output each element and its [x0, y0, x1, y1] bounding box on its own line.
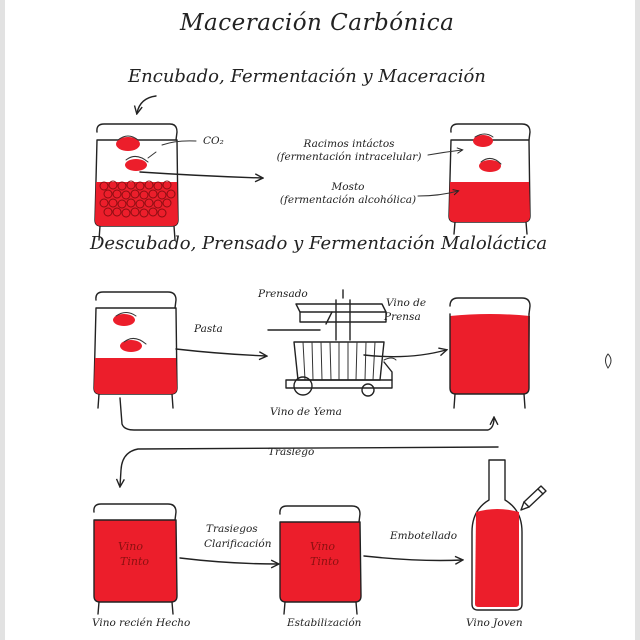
stage-2-heading: Descubado, Prensado y Fermentación Malol…	[90, 233, 548, 254]
pomace-label: Pasta	[194, 323, 223, 335]
page-mark	[605, 353, 612, 369]
bottle-icon	[471, 459, 523, 611]
tank-5-label-1: Vino	[118, 540, 143, 553]
tank-whole-clusters	[94, 123, 179, 241]
grape-cluster-icon	[473, 133, 502, 172]
must-note: (fermentación alcohólica)	[279, 194, 417, 206]
must-label: Mosto	[331, 181, 365, 193]
wine-press-icon	[267, 289, 397, 397]
stage-1-heading: Encubado, Fermentación y Maceración	[128, 66, 486, 87]
page-border-left	[0, 0, 5, 640]
racking-clarification-label-1: Trasiegos	[206, 523, 258, 535]
young-wine-label: Vino Joven	[466, 617, 523, 629]
press-wine-label-1: Vino de	[386, 297, 427, 309]
tank-drain	[93, 291, 178, 409]
whole-clusters-note: (fermentación intracelular)	[276, 151, 422, 163]
page-title: Maceración Carbónica	[180, 10, 455, 36]
tank-new-wine	[93, 503, 178, 615]
stabilization-label: Estabilización	[287, 617, 362, 629]
page-border-right	[635, 0, 640, 640]
tank-6-label-2: Tinto	[310, 555, 339, 568]
tank-6-label-1: Vino	[310, 540, 335, 553]
bottling-label: Embotellado	[390, 530, 458, 542]
tank-stabilization	[279, 505, 362, 615]
grape-cluster-icon	[113, 312, 147, 352]
free-run-wine-label: Vino de Yema	[270, 406, 342, 418]
grape-cluster-icon	[116, 135, 157, 171]
press-label: Prensado	[258, 288, 308, 300]
tank-press-wine	[449, 297, 531, 409]
press-wine-label-2: Prensa	[384, 311, 421, 323]
berries	[99, 180, 176, 218]
racking-clarification-label-2: Clarificación	[204, 538, 272, 550]
tank-must	[448, 123, 531, 235]
co2-label: CO₂	[203, 135, 224, 147]
tank-5-label-2: Tinto	[120, 555, 149, 568]
whole-clusters-label: Racimos intáctos	[303, 138, 395, 150]
new-wine-label: Vino recién Hecho	[92, 617, 191, 629]
racking-label: Traslego	[268, 446, 315, 458]
pencil-icon	[520, 485, 547, 511]
